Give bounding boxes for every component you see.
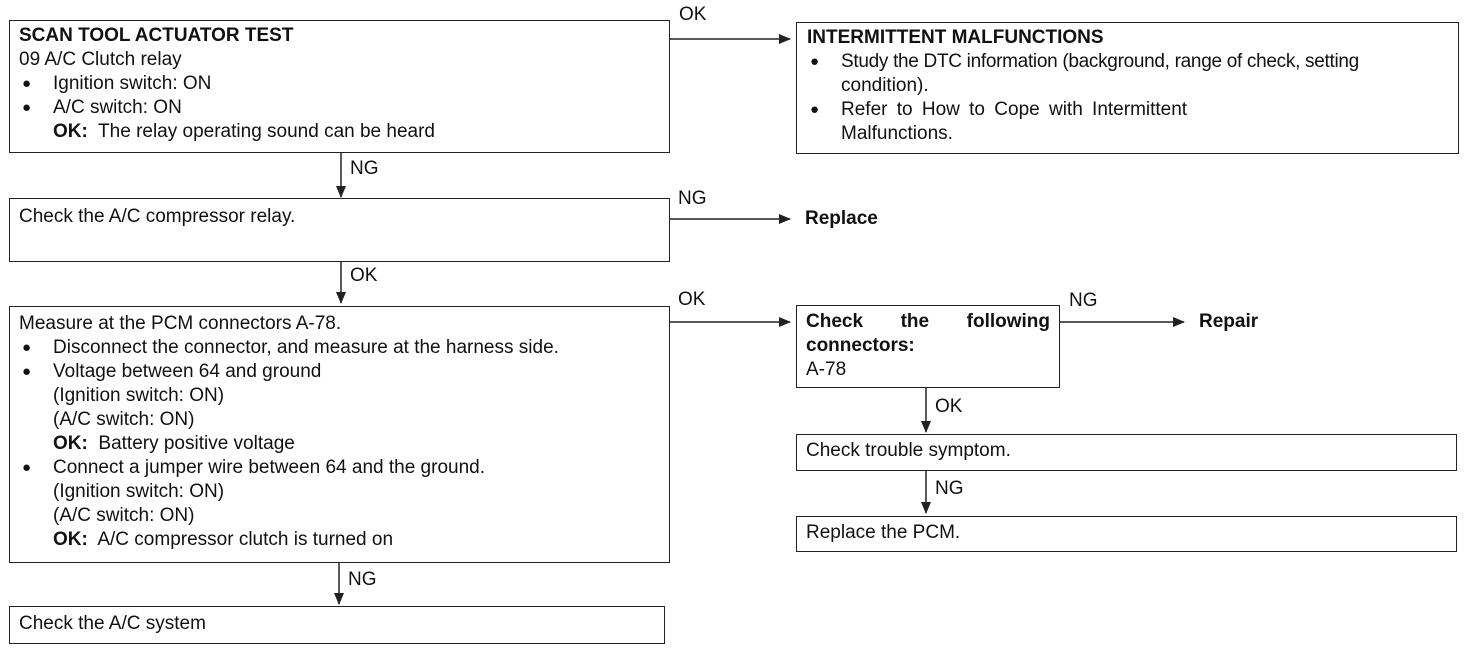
step-jumper: Connect a jumper wire between 64 and the…	[19, 456, 660, 480]
scan-tool-test-box: SCAN TOOL ACTUATOR TEST 09 A/C Clutch re…	[9, 20, 670, 153]
replace-action: Replace	[805, 208, 878, 229]
connectors-check-title-2: connectors:	[806, 335, 915, 356]
label-ok-2: OK	[350, 265, 378, 286]
compressor-relay-check-box: Check the A/C compressor relay.	[9, 198, 670, 262]
step-voltage: Voltage between 64 and ground	[19, 360, 660, 384]
condition-ac-1: (A/C switch: ON)	[53, 409, 195, 430]
label-ng-replace: NG	[678, 188, 707, 209]
scan-tool-test-title: SCAN TOOL ACTUATOR TEST	[19, 25, 294, 46]
condition-ignition: Ignition switch: ON	[19, 72, 660, 96]
actuator-item: 09 A/C Clutch relay	[19, 49, 182, 70]
ok-criterion: OK: The relay operating sound can be hea…	[19, 120, 660, 144]
trouble-symptom-box: Check trouble symptom.	[796, 434, 1457, 471]
label-ng-1: NG	[350, 158, 379, 179]
label-ng-pcm: NG	[935, 478, 964, 499]
compressor-relay-check-text: Check the A/C compressor relay.	[19, 206, 296, 227]
ac-system-check-box: Check the A/C system	[9, 606, 665, 644]
intermittent-title: INTERMITTENT MALFUNCTIONS	[807, 27, 1104, 48]
replace-pcm-text: Replace the PCM.	[806, 522, 961, 543]
connectors-check-title-1: Check the following	[806, 311, 1050, 332]
trouble-symptom-text: Check trouble symptom.	[806, 440, 1011, 461]
ok-label: OK:	[53, 121, 88, 142]
condition-ignition-2: (Ignition switch: ON)	[53, 481, 225, 502]
label-ok-top: OK	[679, 4, 707, 25]
replace-pcm-box: Replace the PCM.	[796, 516, 1457, 552]
label-ok-to-connectors: OK	[678, 289, 706, 310]
ok-text: The relay operating sound can be heard	[98, 121, 435, 142]
intermittent-malfunctions-box: INTERMITTENT MALFUNCTIONS Study the DTC …	[796, 22, 1459, 154]
condition-ignition-1: (Ignition switch: ON)	[53, 385, 225, 406]
ok-criterion-voltage: OK: Battery positive voltage	[53, 433, 295, 454]
ok-criterion-clutch: OK: A/C compressor clutch is turned on	[53, 529, 394, 550]
label-ng-repair: NG	[1069, 290, 1098, 311]
pcm-measure-title: Measure at the PCM connectors A-78.	[19, 313, 342, 334]
connector-id: A-78	[806, 359, 847, 380]
intermittent-step-refer: Refer to How to Cope with Intermittent M…	[807, 98, 1449, 146]
label-ok-symptom: OK	[935, 396, 963, 417]
repair-action: Repair	[1199, 311, 1259, 332]
condition-ac-switch: A/C switch: ON	[19, 96, 660, 120]
connectors-check-box: Check the following connectors: A-78	[796, 305, 1060, 388]
ac-system-check-text: Check the A/C system	[19, 613, 206, 634]
step-disconnect: Disconnect the connector, and measure at…	[19, 336, 660, 360]
condition-ac-2: (A/C switch: ON)	[53, 505, 195, 526]
pcm-measure-box: Measure at the PCM connectors A-78. Disc…	[9, 306, 670, 563]
intermittent-step-dtc: Study the DTC information (background, r…	[807, 50, 1449, 98]
label-ng-system: NG	[348, 569, 377, 590]
